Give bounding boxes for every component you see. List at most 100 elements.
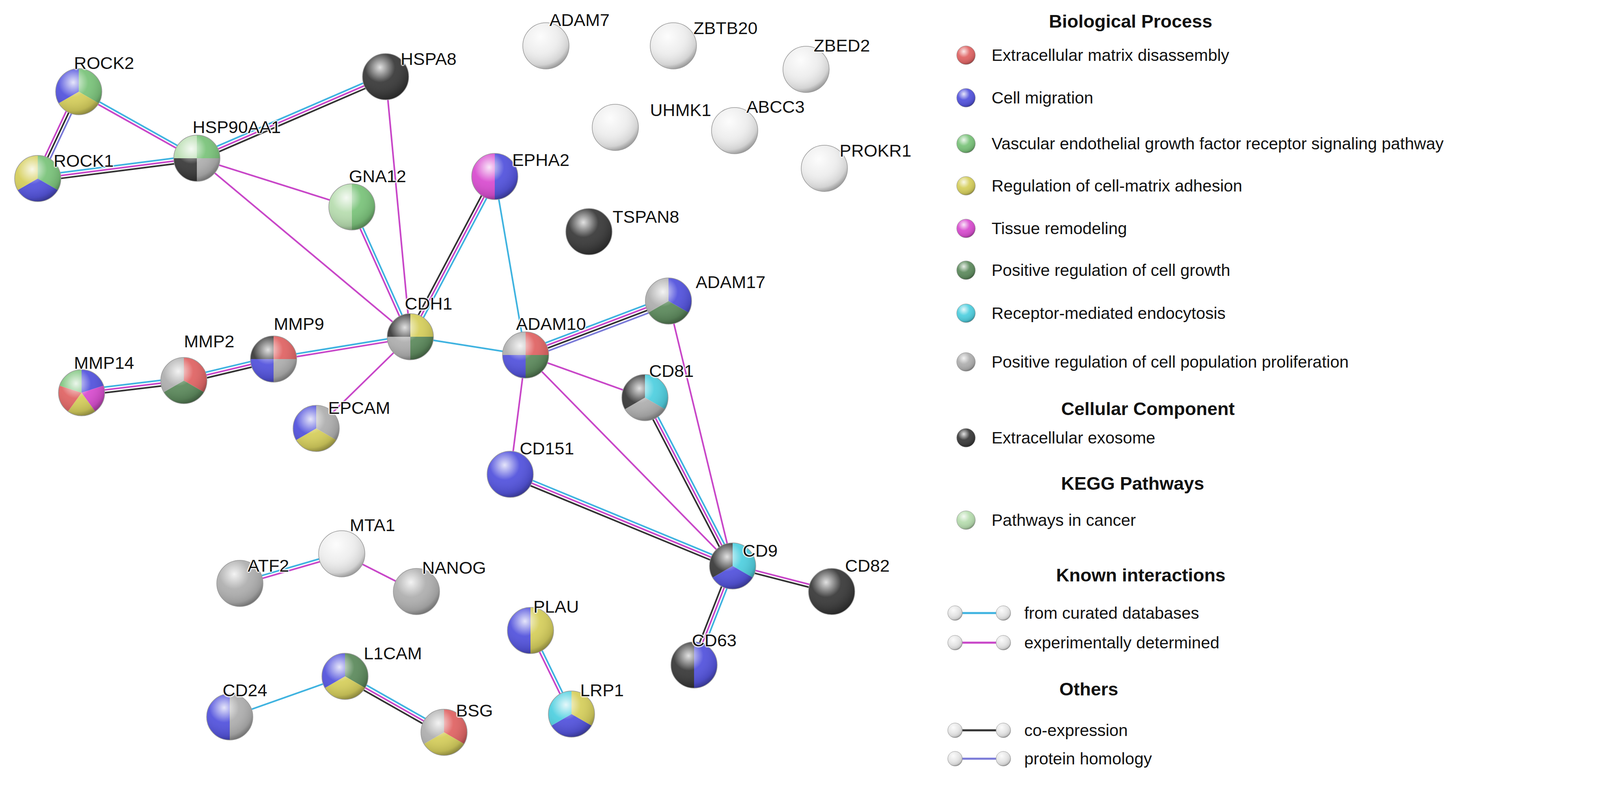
legend-entry: Extracellular matrix disassembly [948, 43, 1230, 68]
interaction-edge [96, 101, 179, 149]
sphere-gloss [592, 104, 639, 151]
sample-node [947, 635, 963, 651]
legend-text: Pathways in cancer [991, 508, 1137, 533]
interaction-edge [215, 82, 367, 153]
protein-node: ROCK1 [14, 155, 61, 202]
protein-node: ROCK2 [55, 68, 102, 115]
protein-label: NANOG [422, 558, 487, 578]
legend-text: protein homology [1024, 746, 1152, 772]
legend-entry: Regulation of cell-matrix adhesion [948, 173, 1243, 199]
protein-sphere [328, 183, 376, 231]
evidence-line [362, 226, 403, 317]
legend-entry: Positive regulation of cell population p… [948, 349, 1349, 375]
protein-label: UHMK1 [650, 100, 712, 120]
legend-line-sample [943, 746, 1015, 772]
legend-text: Cell migration [991, 85, 1094, 110]
protein-label: ZBTB20 [693, 19, 758, 39]
protein-label: CDH1 [404, 294, 453, 314]
interaction-edge [538, 649, 563, 696]
protein-label: PROKR1 [839, 141, 912, 161]
sphere-gloss [471, 153, 518, 200]
protein-node: ATF2 [216, 560, 264, 607]
protein-label: ADAM7 [549, 10, 610, 31]
sphere-gloss [565, 208, 613, 255]
evidence-line [752, 573, 811, 588]
protein-node: HSP90AA1 [173, 135, 220, 182]
legend-swatch [954, 425, 978, 451]
protein-node: CDH1 [387, 313, 434, 361]
swatch-fill [956, 260, 976, 280]
evidence-line [753, 570, 811, 585]
protein-sphere [471, 153, 518, 200]
legend-swatch [954, 43, 978, 68]
sample-gloss [996, 635, 1011, 651]
protein-node: ADAM7 [522, 22, 570, 70]
sphere-gloss [206, 694, 253, 741]
sample-node [996, 751, 1011, 767]
protein-node: CD9 [709, 543, 756, 590]
legend-swatch [954, 85, 978, 110]
interaction-edge [213, 172, 394, 324]
interaction-edge [528, 480, 714, 561]
protein-node: EPHA2 [471, 153, 518, 200]
legend-swatch [954, 301, 978, 326]
swatch-fill [956, 134, 976, 154]
protein-sphere [502, 332, 549, 379]
sample-node [996, 723, 1011, 738]
legend-heading: Others [1059, 679, 1119, 701]
protein-node: HSPA8 [362, 53, 409, 100]
protein-label: HSPA8 [400, 49, 457, 69]
legend-line-sample [943, 601, 1015, 626]
sample-node [947, 723, 963, 738]
legend-text: Extracellular exosome [991, 425, 1156, 451]
protein-label: EPCAM [327, 398, 391, 418]
protein-label: PLAU [533, 597, 579, 617]
swatch-gloss [956, 134, 976, 154]
protein-label: ADAM10 [516, 314, 587, 335]
swatch-fill [956, 88, 976, 108]
protein-sphere [387, 313, 434, 361]
evidence-line [362, 689, 424, 725]
protein-label: ADAM17 [695, 273, 766, 293]
annotation-slice [565, 208, 613, 255]
protein-sphere [206, 694, 253, 741]
sample-gloss [947, 605, 963, 621]
evidence-line [387, 97, 408, 316]
protein-node: LRP1 [548, 691, 595, 738]
swatch-fill [956, 511, 976, 530]
evidence-line [360, 563, 397, 583]
swatch-fill [956, 219, 976, 238]
evidence-line [295, 341, 390, 358]
swatch-gloss [956, 428, 976, 448]
evidence-line [44, 109, 67, 158]
sphere-gloss [650, 22, 697, 70]
protein-node: ADAM10 [502, 332, 549, 379]
evidence-line [204, 364, 253, 376]
legend-entry: co-expression [943, 718, 1128, 743]
sphere-gloss [321, 653, 369, 700]
legend-heading: Biological Process [1048, 10, 1213, 33]
legend-entry: Vascular endothelial growth factor recep… [948, 131, 1444, 156]
sphere-gloss [55, 68, 102, 115]
interaction-edge [387, 97, 408, 316]
legend-line-sample [943, 630, 1015, 656]
legend-text: Regulation of cell-matrix adhesion [991, 173, 1243, 199]
evidence-line [359, 227, 401, 318]
swatch-fill [956, 176, 976, 196]
evidence-line [215, 82, 365, 147]
protein-node: CD151 [487, 451, 534, 498]
sphere-gloss [58, 369, 105, 417]
evidence-line [545, 362, 625, 391]
legend-swatch [954, 131, 978, 156]
legend-text: co-expression [1024, 718, 1128, 743]
legend-swatch [954, 508, 978, 533]
evidence-line [203, 361, 252, 373]
annotation-slice [650, 22, 697, 70]
protein-node: MMP9 [250, 336, 297, 383]
protein-label: EPHA2 [512, 150, 570, 170]
interaction-edge [203, 361, 253, 379]
sample-node [996, 635, 1011, 651]
interaction-edge [652, 415, 726, 549]
swatch-fill [956, 304, 976, 323]
swatch-gloss [956, 219, 976, 238]
